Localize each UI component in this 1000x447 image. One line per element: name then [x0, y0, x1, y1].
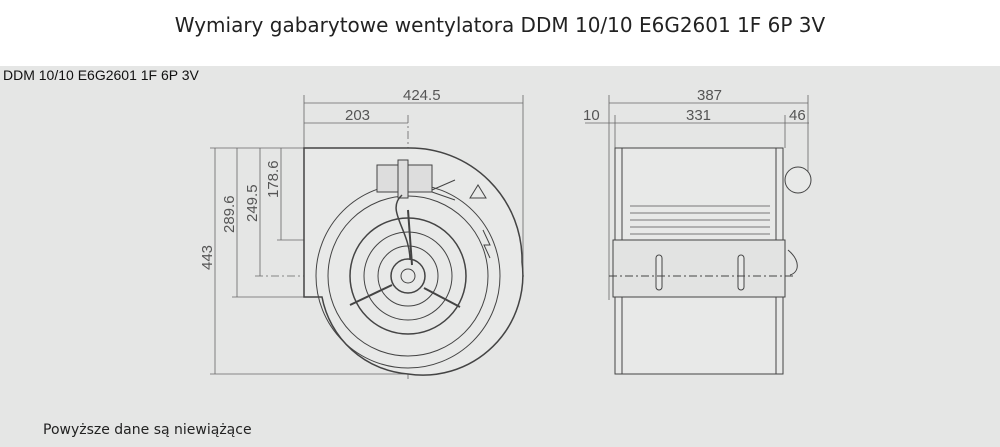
dim-249-5: 249.5 — [244, 184, 261, 222]
dim-203: 203 — [345, 107, 370, 124]
page-title: Wymiary gabarytowe wentylatora DDM 10/10… — [174, 13, 826, 37]
dim-387: 387 — [697, 87, 722, 104]
warning-icon — [469, 184, 487, 199]
model-label: DDM 10/10 E6G2601 1F 6P 3V — [3, 67, 199, 83]
dim-46: 46 — [789, 107, 806, 124]
front-view — [303, 147, 524, 376]
dim-178-6: 178.6 — [265, 160, 282, 198]
disclaimer-note: Powyższe dane są niewiążące — [43, 422, 252, 438]
dim-424-5: 424.5 — [403, 87, 441, 104]
dim-10: 10 — [583, 107, 600, 124]
dim-443: 443 — [199, 245, 216, 270]
rotation-arrow-icon — [482, 229, 491, 259]
dim-289-6: 289.6 — [221, 195, 238, 233]
dim-331: 331 — [686, 107, 711, 124]
side-view — [609, 147, 812, 375]
